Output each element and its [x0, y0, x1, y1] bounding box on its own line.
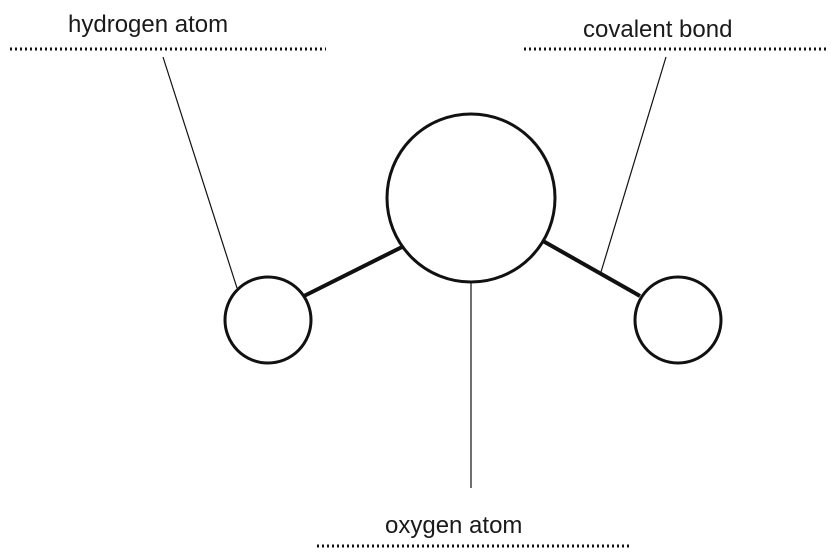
hydrogen-atom-label: hydrogen atom — [68, 11, 229, 38]
bond-leader-line — [600, 56, 667, 273]
left-hydrogen-atom-circle — [223, 275, 313, 365]
right-hydrogen-atom-circle — [633, 275, 723, 365]
covalent-bond-label: covalent bond — [583, 16, 733, 43]
left-covalent-bond — [303, 244, 405, 298]
right-covalent-bond — [542, 239, 641, 298]
oxygen-atom-circle — [385, 112, 557, 284]
hydrogen-leader-line — [162, 56, 238, 289]
oxygen-atom-label: oxygen atom — [385, 512, 523, 539]
